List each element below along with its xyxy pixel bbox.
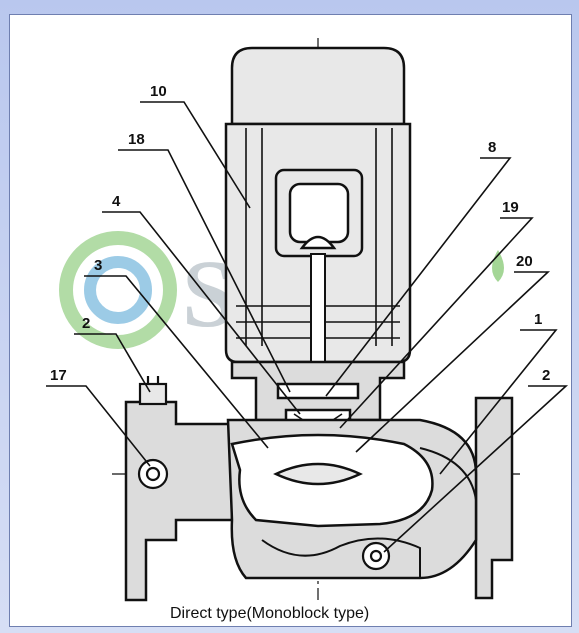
label-part-2-top: 2 [82, 315, 90, 332]
terminal-box-window [288, 182, 350, 244]
outlet-flange [474, 396, 514, 600]
diagram-caption: Direct type(Monoblock type) [170, 605, 369, 622]
inlet-flange [124, 400, 234, 602]
label-part-18: 18 [128, 131, 145, 148]
seal-cover [276, 382, 360, 400]
label-part-20: 20 [516, 253, 533, 270]
pressure-gauge-port-left [137, 458, 169, 490]
label-part-8: 8 [488, 139, 496, 156]
watermark-swirl-inner [84, 256, 152, 324]
label-part-19: 19 [502, 199, 519, 216]
label-part-1: 1 [534, 311, 542, 328]
label-part-10: 10 [150, 83, 167, 100]
fittings [137, 376, 391, 571]
drain-plug [361, 541, 391, 571]
label-part-3: 3 [94, 257, 102, 274]
label-part-4: 4 [112, 193, 121, 210]
terminal-gland [299, 235, 337, 250]
motor-fan-cover [230, 46, 406, 126]
label-part-2-bottom: 2 [542, 367, 550, 384]
pump-casing [124, 396, 514, 602]
label-part-17: 17 [50, 367, 67, 384]
part-labels: 10 18 8 4 19 3 20 2 1 17 2 [50, 83, 550, 384]
vent-plug [138, 382, 168, 406]
leader-lines [46, 101, 569, 553]
watermark-swirl-outer [59, 231, 177, 349]
impeller [273, 462, 363, 486]
motor [224, 46, 412, 364]
